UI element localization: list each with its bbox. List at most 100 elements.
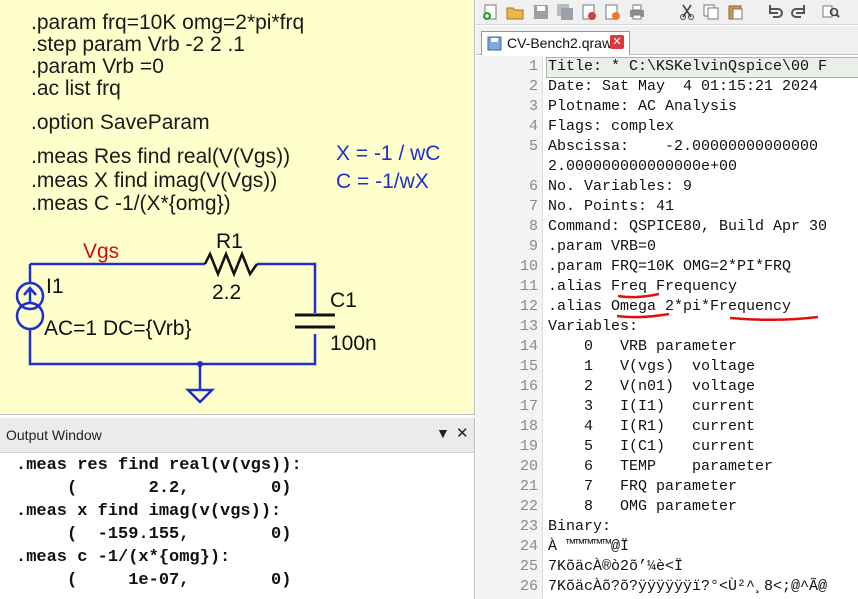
code-line[interactable]: 2.000000000000000e+00: [548, 158, 738, 175]
underline-frequency: [729, 315, 819, 322]
directive-line[interactable]: .meas X find imag(V(Vgs)): [31, 169, 278, 192]
net-label-vgs[interactable]: Vgs: [83, 240, 120, 263]
code-line[interactable]: À ™™™™™@Ï: [548, 538, 630, 555]
new-document-icon[interactable]: [482, 3, 500, 21]
code-line[interactable]: 6 TEMP parameter: [548, 458, 774, 475]
line-number: 20: [519, 458, 538, 475]
code-line[interactable]: .alias Freq Frequency: [548, 278, 738, 295]
tab-label: CV-Bench2.qraw: [507, 35, 613, 51]
code-line[interactable]: .param VRB=0: [548, 238, 657, 255]
code-line[interactable]: Title: * C:\KSKelvinQspice\00 F: [548, 58, 828, 75]
print-icon[interactable]: [628, 3, 646, 21]
line-number: 7: [528, 198, 538, 215]
code-line[interactable]: Plotname: AC Analysis: [548, 98, 738, 115]
dropdown-icon[interactable]: ▼: [436, 425, 450, 441]
save-icon[interactable]: [532, 3, 550, 21]
code-line[interactable]: No. Variables: 9: [548, 178, 693, 195]
line-number-gutter: 1 2 3 4 5 6 7 8 9 10 11 12 13 14 15 16 1…: [476, 56, 543, 599]
output-line: ( -159.155, 0): [16, 525, 292, 544]
line-number: 13: [519, 318, 538, 335]
line-number: 3: [528, 98, 538, 115]
schematic-canvas[interactable]: .param frq=10K omg=2*pi*frq .step param …: [0, 0, 475, 415]
directive-line[interactable]: .meas Res find real(V(Vgs)): [31, 145, 291, 168]
code-line[interactable]: 7KõäcÀõ?õ?ÿÿÿÿÿÿï?°<Ù²^¸8<;@^Ã@: [548, 578, 828, 595]
code-line[interactable]: Variables:: [548, 318, 639, 335]
code-line[interactable]: 1 V(vgs) voltage: [548, 358, 756, 375]
find-icon[interactable]: [822, 3, 840, 21]
tab-close-icon[interactable]: ✕: [610, 35, 624, 49]
current-source-symbol: [15, 281, 45, 331]
line-number: 25: [519, 558, 538, 575]
close-icon[interactable]: ✕: [456, 425, 469, 442]
code-line[interactable]: Binary:: [548, 518, 612, 535]
code-line[interactable]: 2 V(n01) voltage: [548, 378, 756, 395]
code-line[interactable]: Flags: complex: [548, 118, 675, 135]
save-all-icon[interactable]: [556, 3, 574, 21]
red-underline-annotations: [616, 292, 819, 322]
directive-line[interactable]: .option SaveParam: [31, 111, 210, 134]
paste-icon[interactable]: [726, 3, 744, 21]
output-line: .meas x find imag(v(vgs)):: [16, 502, 282, 521]
code-line[interactable]: 4 I(R1) current: [548, 418, 756, 435]
underline-freq: [617, 292, 660, 299]
output-line: .meas res find real(v(vgs)):: [16, 456, 302, 475]
line-number: 22: [519, 498, 538, 515]
code-line[interactable]: 7 FRQ parameter: [548, 478, 738, 495]
circuit-wires: [28, 262, 317, 390]
cut-icon[interactable]: [678, 3, 696, 21]
code-line[interactable]: 5 I(C1) current: [548, 438, 756, 455]
undo-icon[interactable]: [766, 3, 784, 21]
directive-line[interactable]: .param frq=10K omg=2*pi*frq: [31, 11, 305, 34]
junction-dot: [197, 361, 203, 367]
code-line[interactable]: Date: Sat May 4 01:15:21 2024: [548, 78, 819, 95]
output-line: ( 1e-07, 0): [16, 571, 292, 590]
directive-line[interactable]: .meas C -1/(X*{omg}): [31, 192, 231, 215]
code-line[interactable]: 8 OMG parameter: [548, 498, 738, 515]
line-number: 23: [519, 518, 538, 535]
close-all-icon[interactable]: [604, 3, 622, 21]
underline-omega: [616, 312, 670, 319]
file-icon: [487, 36, 502, 51]
output-window-title: Output Window: [6, 427, 102, 443]
output-window-titlebar[interactable]: Output Window ▼ ✕: [0, 418, 474, 453]
wire: [28, 330, 317, 366]
capacitor-name[interactable]: C1: [330, 289, 357, 312]
text-editor[interactable]: 1 2 3 4 5 6 7 8 9 10 11 12 13 14 15 16 1…: [476, 56, 858, 599]
current-line-highlight: [546, 57, 858, 78]
code-line[interactable]: .alias Omega 2*pi*Frequency: [548, 298, 792, 315]
line-number: 1: [528, 58, 538, 75]
code-line[interactable]: 3 I(I1) current: [548, 398, 756, 415]
source-name[interactable]: I1: [46, 275, 64, 298]
code-line[interactable]: 0 VRB parameter: [548, 338, 738, 355]
wire: [257, 262, 317, 313]
tab-cv-bench2-qraw[interactable]: CV-Bench2.qraw ✕: [481, 31, 630, 55]
line-number: 12: [519, 298, 538, 315]
code-line[interactable]: No. Points: 41: [548, 198, 675, 215]
line-number: 6: [528, 178, 538, 195]
resistor-value[interactable]: 2.2: [212, 281, 242, 304]
copy-icon[interactable]: [702, 3, 720, 21]
line-number: 14: [519, 338, 538, 355]
resistor-symbol: [203, 250, 259, 278]
code-line[interactable]: Command: QSPICE80, Build Apr 30: [548, 218, 828, 235]
comment-note[interactable]: C = -1/wX: [336, 170, 429, 193]
open-folder-icon[interactable]: [506, 3, 524, 21]
resistor-name[interactable]: R1: [216, 230, 243, 253]
code-line[interactable]: 7KõäcÀ®ò2õ’¼è<Ï: [548, 558, 684, 575]
code-line[interactable]: .param FRQ=10K OMG=2*PI*FRQ: [548, 258, 792, 275]
source-value[interactable]: AC=1 DC={Vrb}: [44, 317, 192, 340]
redo-icon[interactable]: [790, 3, 808, 21]
capacitor-value[interactable]: 100n: [330, 332, 377, 355]
code-line[interactable]: Abscissa: -2.00000000000000: [548, 138, 819, 155]
directive-line[interactable]: .step param Vrb -2 2 .1: [31, 33, 245, 56]
line-number: 24: [519, 538, 538, 555]
directive-line[interactable]: .param Vrb =0: [31, 55, 164, 78]
ground-symbol: [184, 388, 216, 404]
comment-note[interactable]: X = -1 / wC: [336, 142, 441, 165]
directive-line[interactable]: .ac list frq: [31, 77, 121, 100]
output-line: ( 2.2, 0): [16, 479, 292, 498]
close-icon[interactable]: [580, 3, 598, 21]
output-window: Output Window ▼ ✕ .meas res find real(v(…: [0, 418, 475, 599]
line-number: 10: [519, 258, 538, 275]
line-number: 8: [528, 218, 538, 235]
